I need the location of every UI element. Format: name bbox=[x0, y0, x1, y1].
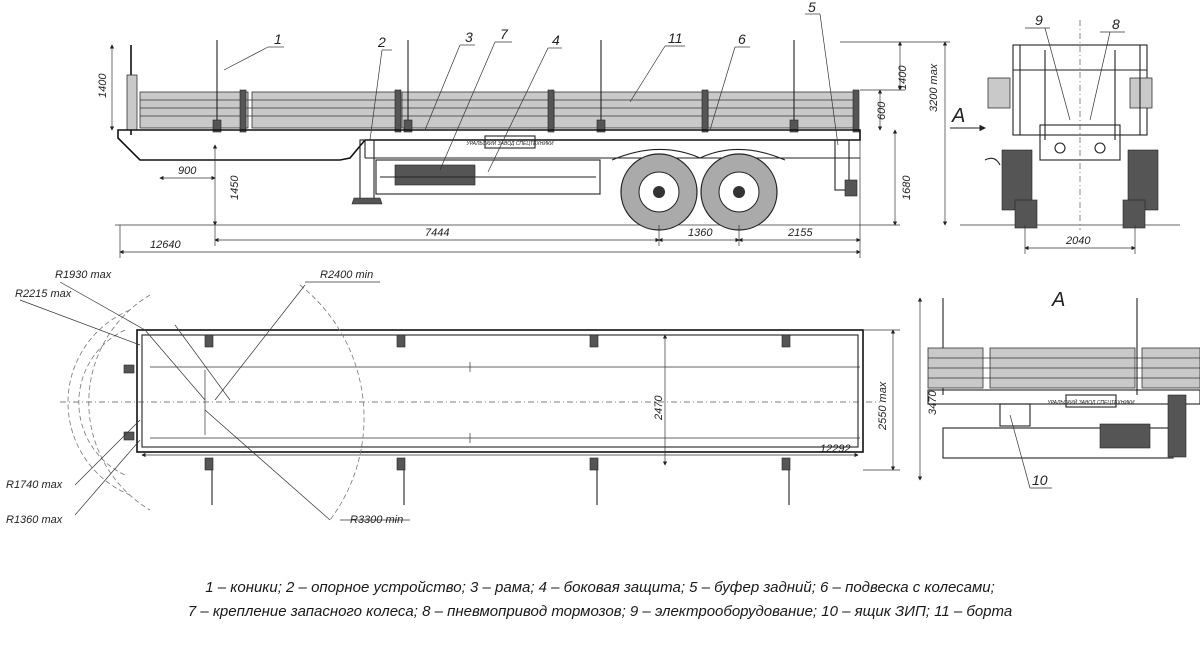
callout-4: 4 bbox=[552, 32, 560, 48]
dim-stake-height: 1400 bbox=[97, 73, 109, 98]
dim-axle-base: 1360 bbox=[688, 227, 713, 239]
dim-stake-height-rear: 1400 bbox=[897, 65, 909, 90]
radius-r3300: R3300 min bbox=[350, 514, 403, 526]
callout-3: 3 bbox=[465, 29, 473, 45]
radius-r1930: R1930 max bbox=[55, 269, 112, 281]
callout-8: 8 bbox=[1112, 16, 1120, 32]
dim-axle-front: 7444 bbox=[425, 227, 449, 239]
technical-drawing: УРАЛЬСКИЙ ЗАВОД СПЕЦТЕХНИКИ bbox=[6, 0, 1200, 526]
view-a-label: A bbox=[1051, 289, 1065, 311]
callout-2: 2 bbox=[377, 34, 386, 50]
dim-inner-width: 2470 bbox=[653, 395, 665, 421]
side-board-panel bbox=[707, 91, 859, 129]
side-board-panel bbox=[251, 91, 399, 129]
callout-10: 10 bbox=[1032, 472, 1048, 488]
dim-deck-height: 1680 bbox=[901, 175, 913, 200]
dim-view-a-width: 3470 bbox=[927, 390, 939, 415]
view-a: A УРАЛЬСКИЙ ЗАВОД СПЕЦТЕХНИКИ 10 3470 bbox=[917, 289, 1200, 489]
top-view: R1930 max R2215 max R2400 min R1740 max … bbox=[6, 269, 900, 526]
dim-overall-height: 3200 max bbox=[928, 63, 940, 112]
rear-view: 9 8 2040 A bbox=[950, 12, 1180, 254]
callout-6: 6 bbox=[738, 31, 746, 47]
dim-side-height: 600 bbox=[876, 101, 888, 120]
callout-1: 1 bbox=[274, 31, 282, 47]
radius-r2400: R2400 min bbox=[320, 269, 373, 281]
callout-7: 7 bbox=[500, 26, 509, 42]
side-board-panel bbox=[401, 91, 551, 129]
view-a-arrow-label: A bbox=[951, 105, 965, 127]
callout-5: 5 bbox=[808, 0, 816, 15]
dim-track-width: 2040 bbox=[1065, 235, 1091, 247]
view-a-plate: УРАЛЬСКИЙ ЗАВОД СПЕЦТЕХНИКИ bbox=[1048, 398, 1135, 406]
legend-line-1: 1 – коники; 2 – опорное устройство; 3 – … bbox=[205, 579, 995, 596]
dim-total-length: 12640 bbox=[150, 239, 181, 251]
radius-r1360: R1360 max bbox=[6, 514, 63, 526]
dim-rear-overhang: 2155 bbox=[787, 227, 813, 239]
side-board-panel bbox=[139, 91, 249, 129]
side-board-panel bbox=[553, 91, 705, 129]
radius-r2215: R2215 max bbox=[15, 288, 72, 300]
dim-front-offset: 900 bbox=[178, 165, 197, 177]
dim-inner-length: 12292 bbox=[820, 443, 851, 455]
radius-r1740: R1740 max bbox=[6, 479, 63, 491]
dim-outer-width: 2550 max bbox=[877, 381, 889, 431]
wheel-axle-1 bbox=[620, 153, 698, 231]
wheel-axle-2 bbox=[700, 153, 778, 231]
legend-line-2: 7 – крепление запасного колеса; 8 – пнев… bbox=[187, 603, 1013, 620]
manufacturer-plate: УРАЛЬСКИЙ ЗАВОД СПЕЦТЕХНИКИ bbox=[467, 139, 554, 147]
callout-9: 9 bbox=[1035, 12, 1043, 28]
callout-11: 11 bbox=[668, 30, 683, 46]
legend: 1 – коники; 2 – опорное устройство; 3 – … bbox=[0, 576, 1200, 624]
dim-coupling-height: 1450 bbox=[229, 175, 241, 200]
side-view: УРАЛЬСКИЙ ЗАВОД СПЕЦТЕХНИКИ bbox=[97, 0, 950, 258]
